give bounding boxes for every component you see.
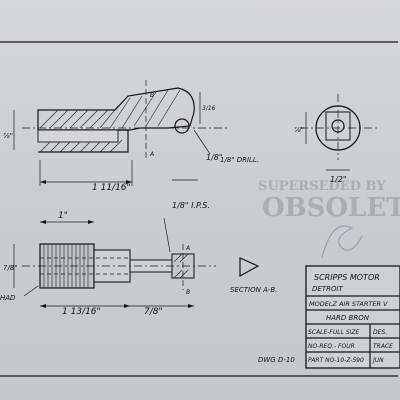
svg-text:⅞": ⅞" (3, 132, 13, 140)
dim-thread-dia: 7/8" (3, 264, 18, 272)
end-view: ⅞" 1/2" (294, 94, 378, 184)
stamp-line-2: OBSOLETE (262, 193, 400, 223)
svg-text:3/16: 3/16 (202, 105, 216, 112)
drawing-number: DWG D-10 (258, 356, 295, 364)
title-num-req-suffix: TRACE (373, 343, 393, 350)
svg-text:B: B (150, 92, 154, 99)
title-part-no: PART NO-10-Z-590 (308, 357, 364, 364)
dim-stem-length: 7/8" (144, 307, 163, 317)
obsolete-stamp: SUPERSEDED BY OBSOLETE (258, 179, 400, 259)
title-company: SCRIPPS MOTOR (314, 273, 380, 282)
section-label: SECTION A-B. (230, 286, 277, 294)
title-city: DETROIT (312, 285, 344, 293)
drill-note: 1/8" DRILL. (220, 156, 259, 164)
title-material: HARD BRON (326, 314, 370, 322)
dim-length-top: 1 11/16" (92, 183, 131, 193)
stamp-line-1: SUPERSEDED BY (258, 179, 386, 194)
signature-scribble (321, 225, 363, 259)
bottom-view-dimensions: 1" 1 13/16" 7/8" 1/8" I.P.S. 7/8" SECTIO… (0, 201, 277, 317)
top-view-part: B A (22, 80, 230, 160)
dim-length-bottom: 1 13/16" (62, 307, 101, 317)
svg-text:⅞": ⅞" (294, 126, 304, 134)
title-scale-suffix: DES. (373, 329, 387, 336)
thread-note: HAD (0, 294, 16, 302)
title-block: SCRIPPS MOTOR DETROIT MODELZ AIR STARTER… (305, 265, 400, 369)
title-part-no-suffix: JUN (372, 357, 384, 364)
drill-note-dim: 1/8" (206, 153, 223, 162)
title-part-name: MODELZ AIR STARTER V (309, 300, 388, 308)
svg-text:A: A (149, 151, 154, 158)
ips-note: 1/8" I.P.S. (172, 201, 210, 210)
sheet-border (0, 41, 398, 377)
svg-text:B: B (186, 289, 190, 296)
title-num-req: NO-REQ.- FOUR (308, 343, 355, 350)
title-scale: SCALE-FULL SIZE (308, 329, 360, 336)
top-view-dimensions: 1 11/16" 1/8" 1/8" DRILL. ⅞" 3/16 (3, 92, 259, 193)
dim-end-view: 1/2" (330, 175, 347, 184)
svg-text:A: A (185, 245, 190, 252)
dim-thread-length: 1" (58, 211, 68, 221)
bottom-view-part: A B (22, 243, 260, 296)
